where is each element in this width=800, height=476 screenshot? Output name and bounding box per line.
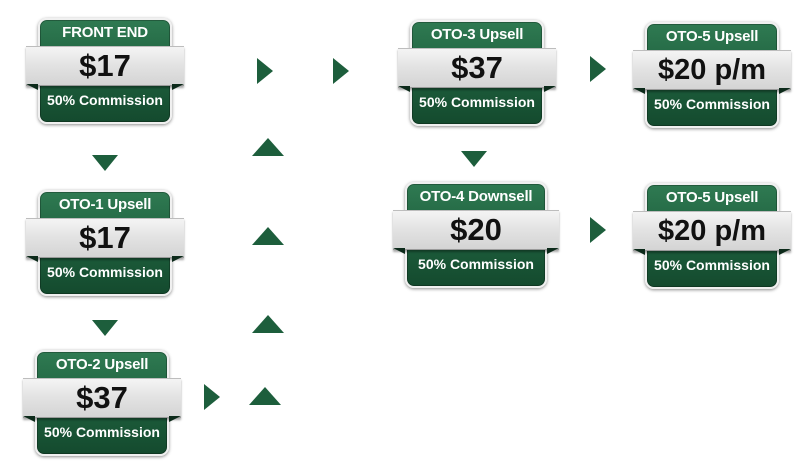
chevron-up-icon [252, 138, 284, 156]
chevron-down-icon [92, 155, 118, 171]
ribbon-fold [633, 249, 645, 255]
card-price: $37 [398, 48, 556, 88]
funnel-card-front-end: FRONT END $17 50% Commission [26, 18, 184, 124]
card-commission: 50% Commission [44, 424, 160, 440]
funnel-card-oto-5-bottom: OTO-5 Upsell $20 p/m 50% Commission [633, 183, 791, 289]
ribbon-fold [547, 248, 559, 254]
ribbon-fold [398, 86, 410, 92]
ribbon-fold [544, 86, 556, 92]
card-title: OTO-2 Upsell [55, 356, 149, 373]
chevron-right-icon [333, 58, 349, 84]
card-price: $20 p/m [633, 211, 791, 251]
card-price: $20 p/m [633, 50, 791, 90]
ribbon-fold [779, 88, 791, 94]
card-title: OTO-1 Upsell [58, 196, 152, 213]
card-title: OTO-5 Upsell [665, 189, 759, 206]
funnel-card-oto-4: OTO-4 Downsell $20 50% Commission [393, 182, 559, 288]
chevron-right-icon [590, 56, 606, 82]
card-commission: 50% Commission [654, 257, 770, 273]
chevron-down-icon [461, 151, 487, 167]
card-commission: 50% Commission [419, 94, 535, 110]
chevron-right-icon [257, 58, 273, 84]
card-commission: 50% Commission [47, 92, 163, 108]
card-price: $17 [26, 218, 184, 258]
ribbon-fold [393, 248, 405, 254]
ribbon-fold [23, 416, 35, 422]
chevron-down-icon [92, 320, 118, 336]
card-price: $20 [393, 210, 559, 250]
card-title: FRONT END [62, 24, 148, 41]
ribbon-fold [26, 256, 38, 262]
ribbon-fold [779, 249, 791, 255]
chevron-up-icon [252, 315, 284, 333]
card-commission: 50% Commission [47, 264, 163, 280]
ribbon-fold [26, 84, 38, 90]
ribbon-fold [169, 416, 181, 422]
card-commission: 50% Commission [654, 96, 770, 112]
card-title: OTO-4 Downsell [419, 188, 533, 205]
card-price: $17 [26, 46, 184, 86]
ribbon-fold [172, 84, 184, 90]
funnel-card-oto-2: OTO-2 Upsell $37 50% Commission [23, 350, 181, 456]
ribbon-fold [172, 256, 184, 262]
chevron-right-icon [590, 217, 606, 243]
chevron-up-icon [252, 227, 284, 245]
chevron-right-icon [204, 384, 220, 410]
funnel-card-oto-5-top: OTO-5 Upsell $20 p/m 50% Commission [633, 22, 791, 128]
card-title: OTO-3 Upsell [430, 26, 524, 43]
funnel-card-oto-1: OTO-1 Upsell $17 50% Commission [26, 190, 184, 296]
chevron-up-icon [249, 387, 281, 405]
card-commission: 50% Commission [418, 256, 534, 272]
card-price: $37 [23, 378, 181, 418]
funnel-card-oto-3: OTO-3 Upsell $37 50% Commission [398, 20, 556, 126]
card-title: OTO-5 Upsell [665, 28, 759, 45]
ribbon-fold [633, 88, 645, 94]
